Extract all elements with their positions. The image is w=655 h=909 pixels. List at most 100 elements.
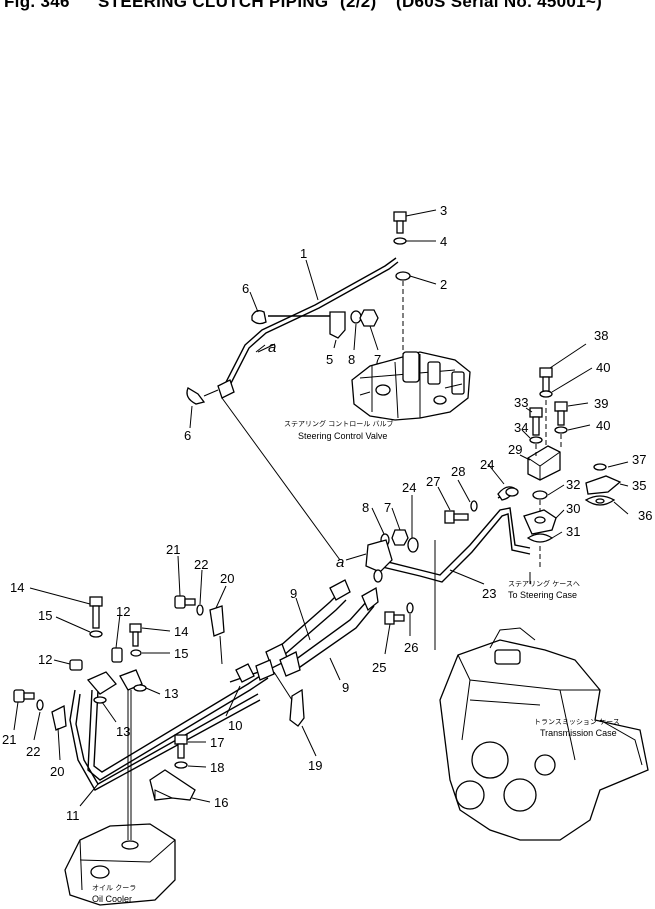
callout-13-left: 13	[116, 724, 130, 739]
bolt-38	[539, 367, 553, 392]
callout-13-right: 13	[164, 686, 178, 701]
bolt-39	[554, 401, 568, 426]
bracket-a-lower	[365, 539, 393, 573]
o-ring-24-right	[505, 487, 519, 497]
callout-21-left: 21	[2, 732, 16, 747]
bolt-17	[174, 734, 188, 759]
figure-number: Fig. 346	[4, 0, 70, 11]
callout-numbers: 3 4 2 1 6 6 5 8 7 38 40 33 39 34 40 29 2…	[2, 203, 652, 823]
callout-34: 34	[514, 420, 528, 435]
caption-steering-control-valve-jp: ステアリング コントロール バルブ	[284, 419, 393, 428]
callout-40-upper: 40	[596, 360, 610, 375]
figure-title: STEERING CLUTCH PIPING	[98, 0, 329, 11]
o-ring-13-right	[133, 684, 147, 692]
callout-15-left: 15	[38, 608, 52, 623]
o-ring-32	[532, 490, 548, 500]
washer-34	[529, 436, 543, 444]
sheet-indicator: (2/2)	[340, 0, 377, 11]
callout-27: 27	[426, 474, 440, 489]
elbow-lower-left	[86, 671, 117, 695]
washer-28	[470, 500, 478, 512]
clamp-19	[289, 688, 305, 727]
callout-23: 23	[482, 586, 496, 601]
nut-7-lower	[391, 529, 409, 546]
callout-19: 19	[308, 758, 322, 773]
leader-lines	[13, 209, 629, 807]
washer-40-lower	[554, 426, 568, 434]
bolt-25	[384, 611, 405, 625]
gasket-31	[526, 533, 554, 543]
callout-35: 35	[632, 478, 646, 493]
connection-letter-a-upper: a	[268, 339, 276, 356]
washer-4	[393, 237, 407, 245]
washer-18	[174, 761, 188, 769]
plug-12-right	[111, 647, 123, 663]
callout-40-lower: 40	[596, 418, 610, 433]
bolt-14-right	[129, 623, 142, 647]
washer-15-right	[130, 649, 142, 657]
union-10	[235, 663, 255, 683]
callout-5: 5	[326, 352, 333, 367]
callout-20-upper: 20	[220, 571, 234, 586]
pipe-1	[222, 257, 399, 392]
callout-15-right: 15	[174, 646, 188, 661]
callout-31: 31	[566, 524, 580, 539]
callout-6-upper: 6	[242, 281, 249, 296]
callout-22-upper: 22	[194, 557, 208, 572]
callout-14-left: 14	[10, 580, 24, 595]
steering-control-valve	[351, 351, 471, 421]
callout-25: 25	[372, 660, 386, 675]
callout-21-upper: 21	[166, 542, 180, 557]
caption-oil-cooler-jp: オイル クーラ	[92, 884, 136, 892]
callout-1: 1	[300, 246, 307, 261]
caption-to-steering-case-jp: ステアリング ケースへ	[508, 579, 580, 588]
callout-12-left: 12	[38, 652, 52, 667]
o-ring-2	[395, 271, 411, 281]
callout-11: 11	[66, 808, 80, 823]
caption-to-steering-case: To Steering Case	[508, 590, 577, 600]
bolt-14-left	[89, 596, 103, 629]
callout-9-lower: 9	[342, 680, 349, 695]
nut-7-upper	[359, 309, 379, 327]
callout-30: 30	[566, 501, 580, 516]
serial-applicability: (D60S Serial No. 45001~)	[396, 0, 603, 11]
callout-38: 38	[594, 328, 608, 343]
bolt-27	[444, 510, 469, 524]
connection-letter-a-lower: a	[336, 554, 344, 571]
callout-29: 29	[508, 442, 522, 457]
callout-16: 16	[214, 795, 228, 810]
callout-3: 3	[440, 203, 447, 218]
caption-transmission-case: Transmission Case	[540, 728, 617, 738]
connection-line-a	[221, 397, 341, 561]
caption-oil-cooler: Oil Cooler	[92, 894, 132, 904]
bracket-16	[149, 769, 196, 801]
clamp-6-upper	[251, 310, 267, 325]
hoses-9	[265, 579, 379, 677]
callout-4: 4	[440, 234, 447, 249]
callout-8-lower: 8	[362, 500, 369, 515]
washer-15-left	[89, 630, 103, 638]
plug-12-left	[69, 659, 83, 671]
callout-9-upper: 9	[290, 586, 297, 601]
o-ring-13-left	[93, 696, 107, 704]
bracket-20-upper	[209, 605, 225, 637]
callout-14-right: 14	[174, 624, 188, 639]
bracket-5	[329, 311, 346, 339]
callout-7-lower: 7	[384, 500, 391, 515]
washer-8-upper	[350, 310, 362, 324]
figure-header: Fig. 346 STEERING CLUTCH PIPING (2/2) (D…	[0, 0, 655, 32]
callout-2: 2	[440, 277, 447, 292]
clamp-6-lower	[186, 387, 206, 405]
callout-7-upper: 7	[374, 352, 381, 367]
callout-10: 10	[228, 718, 242, 733]
callout-36: 36	[638, 508, 652, 523]
callout-39: 39	[594, 396, 608, 411]
bolt-21-left	[13, 689, 35, 703]
bolt-3	[393, 211, 407, 234]
callout-32: 32	[566, 477, 580, 492]
callout-12-right: 12	[116, 604, 130, 619]
washer-22-left	[36, 699, 44, 711]
callout-24-left: 24	[402, 480, 416, 495]
oil-cooler	[64, 823, 176, 906]
